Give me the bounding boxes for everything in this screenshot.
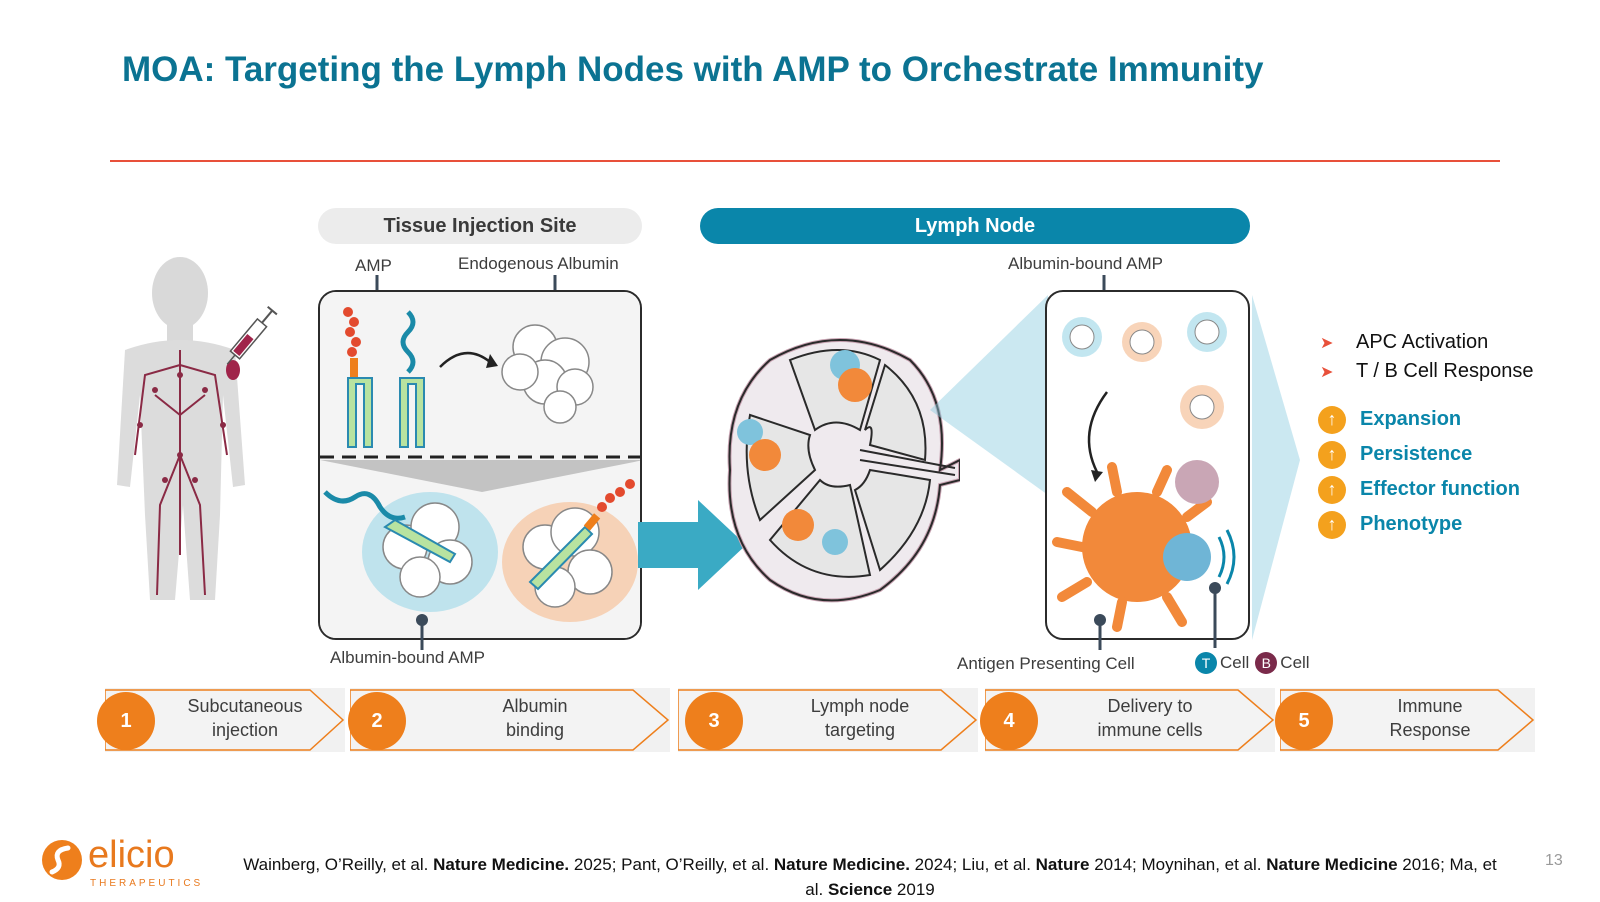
elicio-logo: elicio THERAPEUTICS	[40, 834, 200, 889]
tissue-injection-panel	[318, 290, 642, 640]
step-number-3: 3	[685, 692, 743, 750]
up-arrow-icon: ↑	[1318, 405, 1346, 434]
logo-subtitle: THERAPEUTICS	[90, 878, 204, 889]
t-b-cell-legend: T Cell B Cell	[1195, 652, 1310, 674]
outcome-item: ↑ Persistence	[1318, 437, 1520, 472]
step-chevron-2	[350, 688, 670, 752]
step-number-1: 1	[97, 692, 155, 750]
page-number: 13	[1545, 852, 1563, 869]
albumin-bound-amp-pin-bottom	[416, 614, 428, 650]
antigen-presenting-cell-label: Antigen Presenting Cell	[957, 654, 1135, 673]
page-title: MOA: Targeting the Lymph Nodes with AMP …	[122, 50, 1264, 89]
arrowhead-icon: ➤	[1320, 363, 1334, 381]
title-divider	[110, 160, 1500, 162]
albumin-bound-amp-label-bottom: Albumin-bound AMP	[330, 648, 485, 667]
delivery-panel	[1045, 290, 1250, 640]
step-number-5: 5	[1275, 692, 1333, 750]
b-cell-badge: B	[1255, 652, 1278, 674]
outcome-item: ↑ Phenotype	[1318, 507, 1520, 542]
up-arrow-icon: ↑	[1318, 510, 1346, 539]
elicio-logo-mark-icon	[42, 840, 82, 880]
lymph-node-illustration	[727, 338, 960, 603]
immune-delivery-illustration	[1052, 312, 1236, 632]
tcell-pin	[1209, 582, 1221, 648]
step-number-4: 4	[980, 692, 1038, 750]
step-chevron-4	[985, 688, 1275, 752]
up-arrow-icon: ↑	[1318, 440, 1346, 469]
albumin-bound-amp-label-top: Albumin-bound AMP	[1008, 254, 1163, 273]
outcome-item: ↑ Effector function	[1318, 472, 1520, 507]
lymph-node-header: Lymph Node	[700, 208, 1250, 244]
step-number-2: 2	[348, 692, 406, 750]
albumin-binding-illustration	[320, 292, 640, 638]
response-list: ➤ APC Activation ➤ T / B Cell Response	[1320, 328, 1534, 386]
outcome-list: ↑ Expansion ↑ Persistence ↑ Effector fun…	[1318, 402, 1520, 542]
t-cell-badge: T	[1195, 652, 1217, 674]
response-wedge	[1252, 295, 1300, 640]
apc-pin	[1094, 614, 1106, 650]
amp-label: AMP	[355, 256, 392, 275]
response-item: ➤ APC Activation	[1320, 331, 1489, 353]
tissue-injection-site-header: Tissue Injection Site	[318, 208, 642, 244]
up-arrow-icon: ↑	[1318, 475, 1346, 504]
human-figure-illustration	[117, 257, 278, 600]
citation: Wainberg, O’Reilly, et al. Nature Medici…	[243, 855, 1497, 899]
zoom-wedge	[930, 295, 1048, 495]
flow-arrow-to-lymph	[638, 500, 746, 590]
outcome-item: ↑ Expansion	[1318, 402, 1520, 437]
endogenous-albumin-label: Endogenous Albumin	[458, 254, 619, 273]
response-item: ➤ T / B Cell Response	[1320, 360, 1534, 382]
b-cell-word: Cell	[1280, 653, 1310, 672]
arrowhead-icon: ➤	[1320, 334, 1334, 352]
logo-wordmark: elicio	[88, 834, 175, 876]
t-cell-word: Cell	[1220, 653, 1250, 672]
